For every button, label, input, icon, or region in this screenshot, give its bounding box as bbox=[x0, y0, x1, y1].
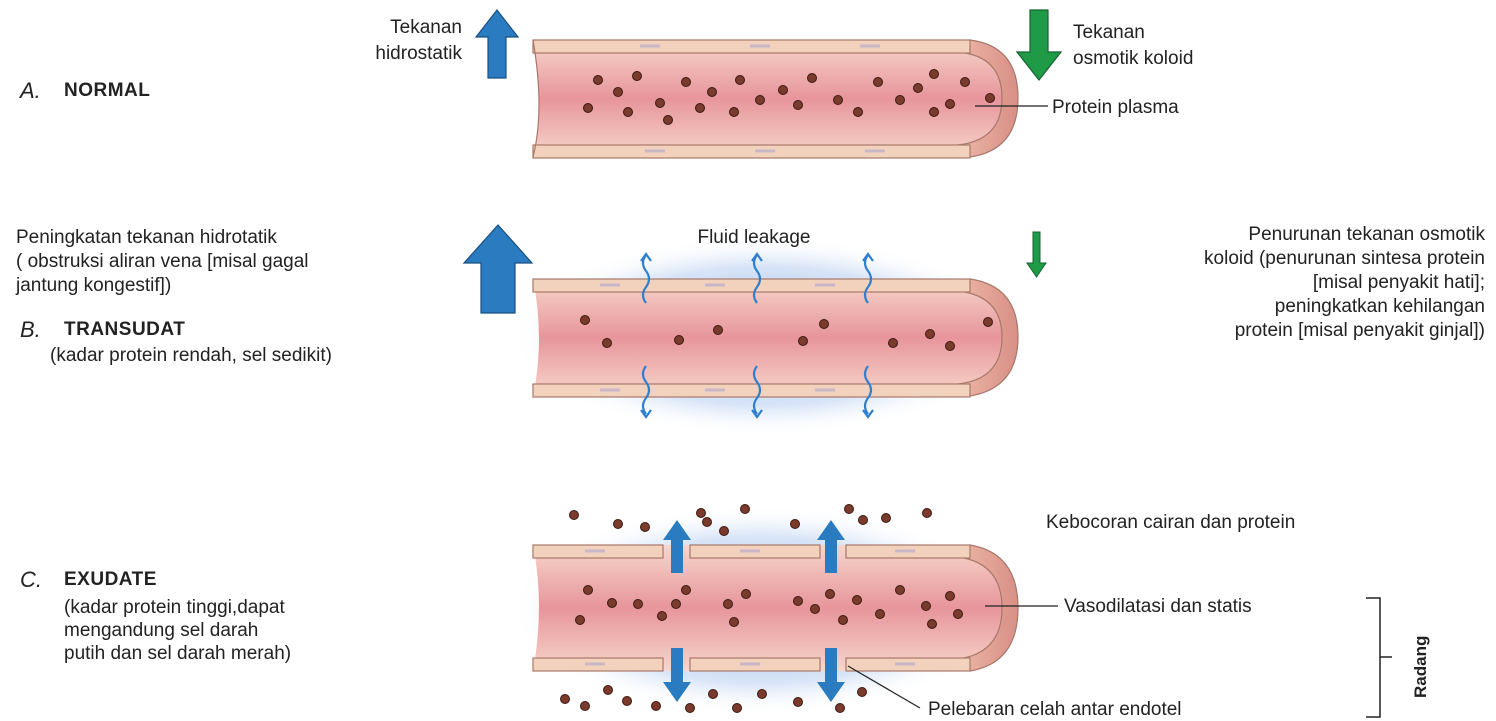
hydrostatic-label-line-2: hidrostatik bbox=[375, 43, 462, 64]
panel-b-hydro-line-3: jantung kongestif]) bbox=[15, 275, 171, 296]
osmotic-pressure-arrow-down bbox=[1017, 10, 1061, 80]
protein-plasma-label: Protein plasma bbox=[1052, 97, 1179, 118]
panel-b-letter: B. bbox=[20, 317, 41, 342]
panel-c-subtitle-line-1: (kadar protein tinggi,dapat bbox=[64, 597, 285, 618]
leak-fluid-protein-label: Kebocoran cairan dan protein bbox=[1046, 512, 1295, 533]
panel-a-title: NORMAL bbox=[64, 80, 150, 101]
hydrostatic-pressure-arrow-up bbox=[476, 10, 518, 78]
panel-c-letter: C. bbox=[20, 567, 42, 592]
vessel-exudate bbox=[533, 545, 1018, 671]
panel-b-subtitle: (kadar protein rendah, sel sedikit) bbox=[50, 345, 332, 366]
panel-c-title: EXUDATE bbox=[64, 569, 157, 590]
hydrostatic-increase-arrow-up bbox=[464, 225, 532, 313]
inflammation-label: Radang bbox=[1411, 636, 1430, 698]
vessel-transudat bbox=[533, 279, 1018, 397]
osmotic-label-line-1: Tekanan bbox=[1073, 22, 1145, 43]
fluid-leakage-label: Fluid leakage bbox=[697, 227, 810, 248]
inflammation-bracket bbox=[1366, 598, 1392, 717]
panel-b-osmotic-line-1: Penurunan tekanan osmotik bbox=[1248, 224, 1485, 245]
panel-b-osmotic-line-5: protein [misal penyakit ginjal]) bbox=[1235, 320, 1485, 341]
hydrostatic-label-line-1: Tekanan bbox=[390, 17, 462, 38]
panel-b-title: TRANSUDAT bbox=[64, 319, 185, 340]
panel-b-hydro-line-1: Peningkatan tekanan hidrotatik bbox=[16, 227, 277, 248]
panel-a-normal: A. NORMAL Tekanan hidrostatik Tekanan os… bbox=[18, 10, 1193, 158]
panel-c-subtitle-line-2: mengandung sel darah bbox=[64, 620, 258, 641]
panel-b-osmotic-line-2: koloid (penurunan sintesa protein bbox=[1204, 248, 1485, 269]
panel-b-hydro-line-2: ( obstruksi aliran vena [misal gagal bbox=[16, 251, 309, 272]
panel-b-osmotic-line-3: [misal penyakit hati]; bbox=[1313, 272, 1485, 293]
panel-c-exudate: C. EXUDATE (kadar protein tinggi,dapat m… bbox=[20, 505, 1430, 721]
panel-b-transudat: Peningkatan tekanan hidrotatik ( obstruk… bbox=[15, 224, 1485, 436]
vessel-normal bbox=[533, 40, 1018, 158]
panel-a-letter: A. bbox=[18, 78, 41, 103]
endothelial-gap-label: Pelebaran celah antar endotel bbox=[928, 699, 1182, 720]
panel-c-subtitle-line-3: putih dan sel darah merah) bbox=[64, 643, 291, 664]
panel-b-osmotic-line-4: peningkatkan kehilangan bbox=[1275, 296, 1485, 317]
osmotic-label-line-2: osmotik koloid bbox=[1073, 48, 1193, 69]
vasodilation-label: Vasodilatasi dan statis bbox=[1064, 596, 1252, 617]
osmotic-decrease-arrow-down bbox=[1027, 232, 1046, 277]
